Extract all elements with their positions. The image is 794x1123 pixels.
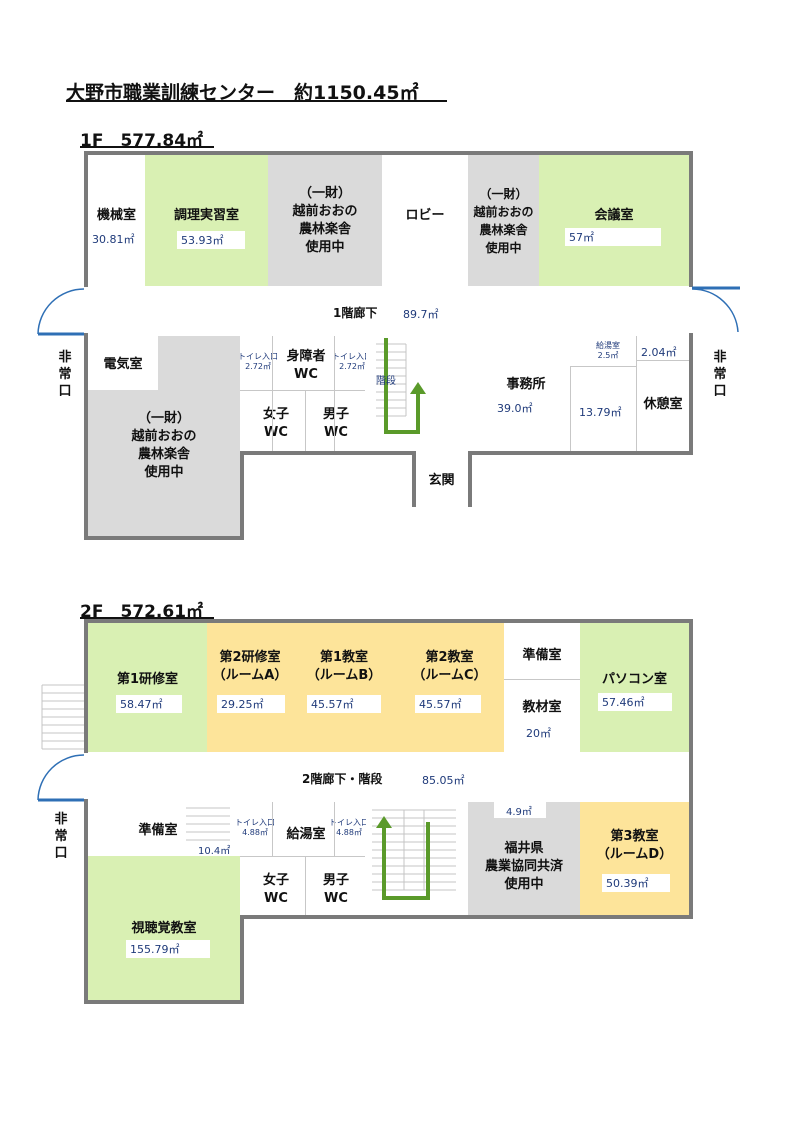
room-av: 視聴覚教室 155.79㎡ <box>88 856 240 1000</box>
right-block-1f <box>468 336 690 452</box>
room-small-49: 4.9㎡ <box>494 802 546 818</box>
rest-small-area: 2.04㎡ <box>641 346 677 359</box>
rest-room: 休憩室 <box>643 397 683 412</box>
room-ichizai-right: （一財） 越前おおの 農林楽舎 使用中 <box>468 155 539 286</box>
corridor-2f <box>84 752 690 800</box>
room-machine: 機械室 30.81㎡ <box>88 155 145 286</box>
stairs-1f-label: 階段 <box>376 376 396 387</box>
room-class2: 第2教室 （ルームC） 45.57㎡ <box>395 623 504 752</box>
male-wc-2f: 男子 WC <box>322 873 349 906</box>
kitchenette-2f: 給湯室 <box>286 827 326 842</box>
door-2f-left <box>37 754 85 802</box>
corridor-2f-label: 2階廊下・階段 <box>302 772 383 786</box>
door-1f-right <box>691 286 740 333</box>
corridor-1f-area: 89.7㎡ <box>403 308 439 321</box>
floor1-label-underline <box>80 146 214 148</box>
page-title: 大野市職業訓練センター 約1150.45㎡ <box>66 82 419 104</box>
room-training2: 第2研修室 （ルームA） 29.25㎡ <box>207 623 293 752</box>
room-class1: 第1教室 （ルームB） 45.57㎡ <box>293 623 395 752</box>
electric-label: 電気室 <box>103 357 143 372</box>
disabled-wc: 身障者 WC <box>286 349 326 382</box>
corridor-2f-area: 85.05㎡ <box>422 774 465 787</box>
room-meeting: 会議室 57㎡ <box>539 155 689 286</box>
outdoor-stairs-2f <box>41 684 84 750</box>
room-prep-top: 準備室 <box>504 623 580 679</box>
room-pc: パソコン室 57.46㎡ <box>580 623 689 752</box>
floor1-plan: 機械室 30.81㎡ 調理実習室 53.93㎡ （一財） 越前おおの 農林楽舎 … <box>0 0 794 560</box>
door-1f-left <box>37 288 85 336</box>
room-ichizai-top: （一財） 越前おおの 農林楽舎 使用中 <box>268 155 382 286</box>
room-cooking: 調理実習室 53.93㎡ <box>145 155 268 286</box>
room-fukui: 福井県 農業協同共済 使用中 <box>468 802 580 916</box>
floor2-plan: 第1研修室 58.47㎡ 第2研修室 （ルームA） 29.25㎡ 第1教室 （ル… <box>0 560 794 1020</box>
title-underline <box>66 100 447 102</box>
lobby: ロビー <box>382 155 468 286</box>
emergency-exit-2f-left: 非 常 口 <box>54 812 68 861</box>
female-wc-1f: 女子 WC <box>262 407 289 440</box>
toilet-block-1f <box>240 336 365 452</box>
room-materials: 教材室 20㎡ <box>504 679 580 752</box>
room-prep-bottom: 準備室 10.4㎡ <box>88 802 240 857</box>
emergency-exit-1f-left: 非 常 口 <box>58 350 72 399</box>
male-wc-1f: 男子 WC <box>322 407 349 440</box>
corridor-1f-label: 1階廊下 <box>333 306 378 320</box>
stairs-2f-graphic <box>372 809 456 900</box>
female-wc-2f: 女子 WC <box>262 873 289 906</box>
office-area: 39.0㎡ <box>497 402 533 415</box>
stairs-2f-small <box>186 807 230 841</box>
emergency-exit-1f-right: 非 常 口 <box>713 350 727 399</box>
entrance: 玄関 <box>415 452 468 504</box>
floor2-label-underline <box>80 617 214 619</box>
toilet-block-2f <box>240 802 365 916</box>
room-electric-bg: 電気室 <box>88 336 158 390</box>
office-label: 事務所 <box>506 377 546 392</box>
room-1379-area: 13.79㎡ <box>579 406 622 419</box>
room-class3: 第3教室 （ルームD） 50.39㎡ <box>580 802 689 916</box>
corridor-1f <box>84 286 690 334</box>
room-training1: 第1研修室 58.47㎡ <box>88 623 207 752</box>
stairs-1f-graphic <box>376 338 426 434</box>
